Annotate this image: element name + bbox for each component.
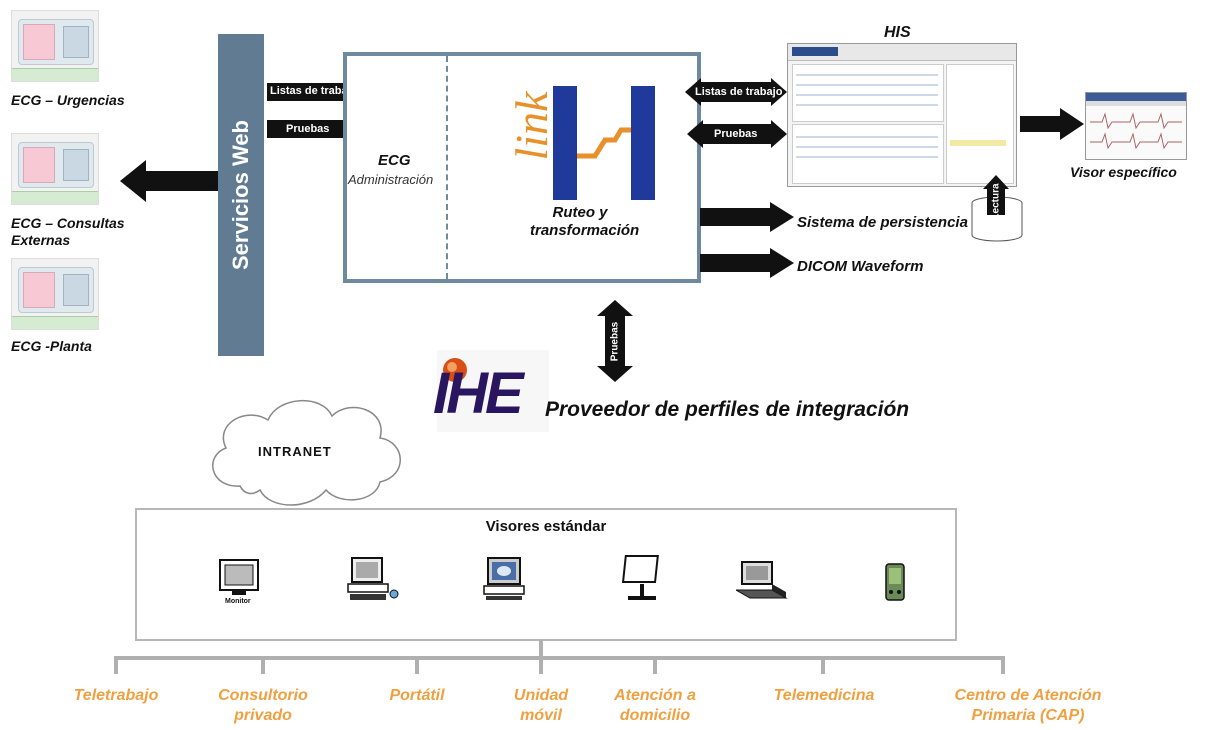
ihe-logo-mark (437, 350, 549, 432)
arrow-dicom (700, 248, 794, 278)
arrow-to-viewer (1020, 108, 1084, 140)
standard-viewers-box: Visores estándar (135, 508, 957, 641)
category-telemedicina: Telemedicina (773, 687, 875, 704)
viewer-label: Visor específico (1070, 164, 1177, 180)
ihe-logo-text: IHE (433, 361, 524, 426)
device-label-planta: ECG -Planta (11, 338, 92, 354)
desktop-computer-icon (347, 557, 399, 600)
category-teletrabajo: Teletrabajo (73, 687, 159, 704)
monitor-icon (219, 559, 259, 595)
ecg-label: ECG (378, 152, 411, 169)
admin-divider (446, 56, 448, 279)
arrow-lectura (983, 175, 1009, 215)
ihe-tests-label: Pruebas (609, 321, 621, 362)
tests-his-label: Pruebas (714, 128, 758, 140)
workstation-icon (483, 557, 525, 600)
arrow-persistence (700, 202, 794, 232)
dicom-label: DICOM Waveform (797, 258, 924, 275)
routing-label: Ruteo y transformación (530, 204, 640, 239)
link-logo-mark (553, 86, 655, 200)
network-tree-lines (114, 640, 1005, 674)
worklists-in-label: Listas de trabajo (270, 85, 358, 97)
device-label-consultas: ECG – Consultas Externas (11, 215, 125, 248)
category-consultorio-privado: Consultorio privado (218, 687, 308, 724)
admin-label: Administración (348, 172, 434, 187)
tests-in-label: Pruebas (286, 123, 330, 135)
monitor-label: Monitor (225, 598, 251, 605)
worklists-his-label: Listas de trabajo (695, 86, 783, 98)
intranet-cloud (212, 400, 401, 506)
ihe-title: Proveedor de perfiles de integración (545, 398, 910, 421)
ecg-device-consultas-image (11, 133, 99, 205)
device-label-urgencias: ECG – Urgencias (11, 92, 125, 108)
arrow-worklists-his (685, 78, 787, 106)
ecg-device-planta-image (11, 258, 99, 330)
category-atencion-domicilio: Atención a domicilio (614, 687, 696, 724)
pda-icon (885, 563, 905, 601)
intranet-label: INTRANET (258, 444, 332, 459)
ecg-device-urgencias-image (11, 10, 99, 82)
web-services-bar: Servicios Web (218, 34, 264, 356)
persistence-label: Sistema de persistencia (797, 214, 968, 231)
flat-screen-icon (621, 555, 659, 600)
category-unidad-movil: Unidad móvil (513, 687, 569, 724)
arrow-worklists-in (267, 80, 364, 104)
arrow-tests-in (267, 116, 364, 142)
lectura-label: Lectura (990, 183, 1002, 220)
category-cap: Centro de Atención Primaria (CAP) (954, 687, 1102, 724)
viewer-screenshot (1085, 92, 1187, 160)
his-title: HIS (884, 24, 911, 41)
arrow-ihe (597, 300, 633, 382)
arrow-to-devices (120, 160, 224, 202)
his-screenshot (787, 43, 1017, 187)
arrow-tests-his (687, 120, 787, 148)
standard-viewers-title: Visores estándar (485, 518, 607, 535)
web-services-label: Servicios Web (228, 120, 253, 270)
laptop-icon (736, 561, 788, 599)
category-portatil: Portátil (389, 687, 445, 704)
